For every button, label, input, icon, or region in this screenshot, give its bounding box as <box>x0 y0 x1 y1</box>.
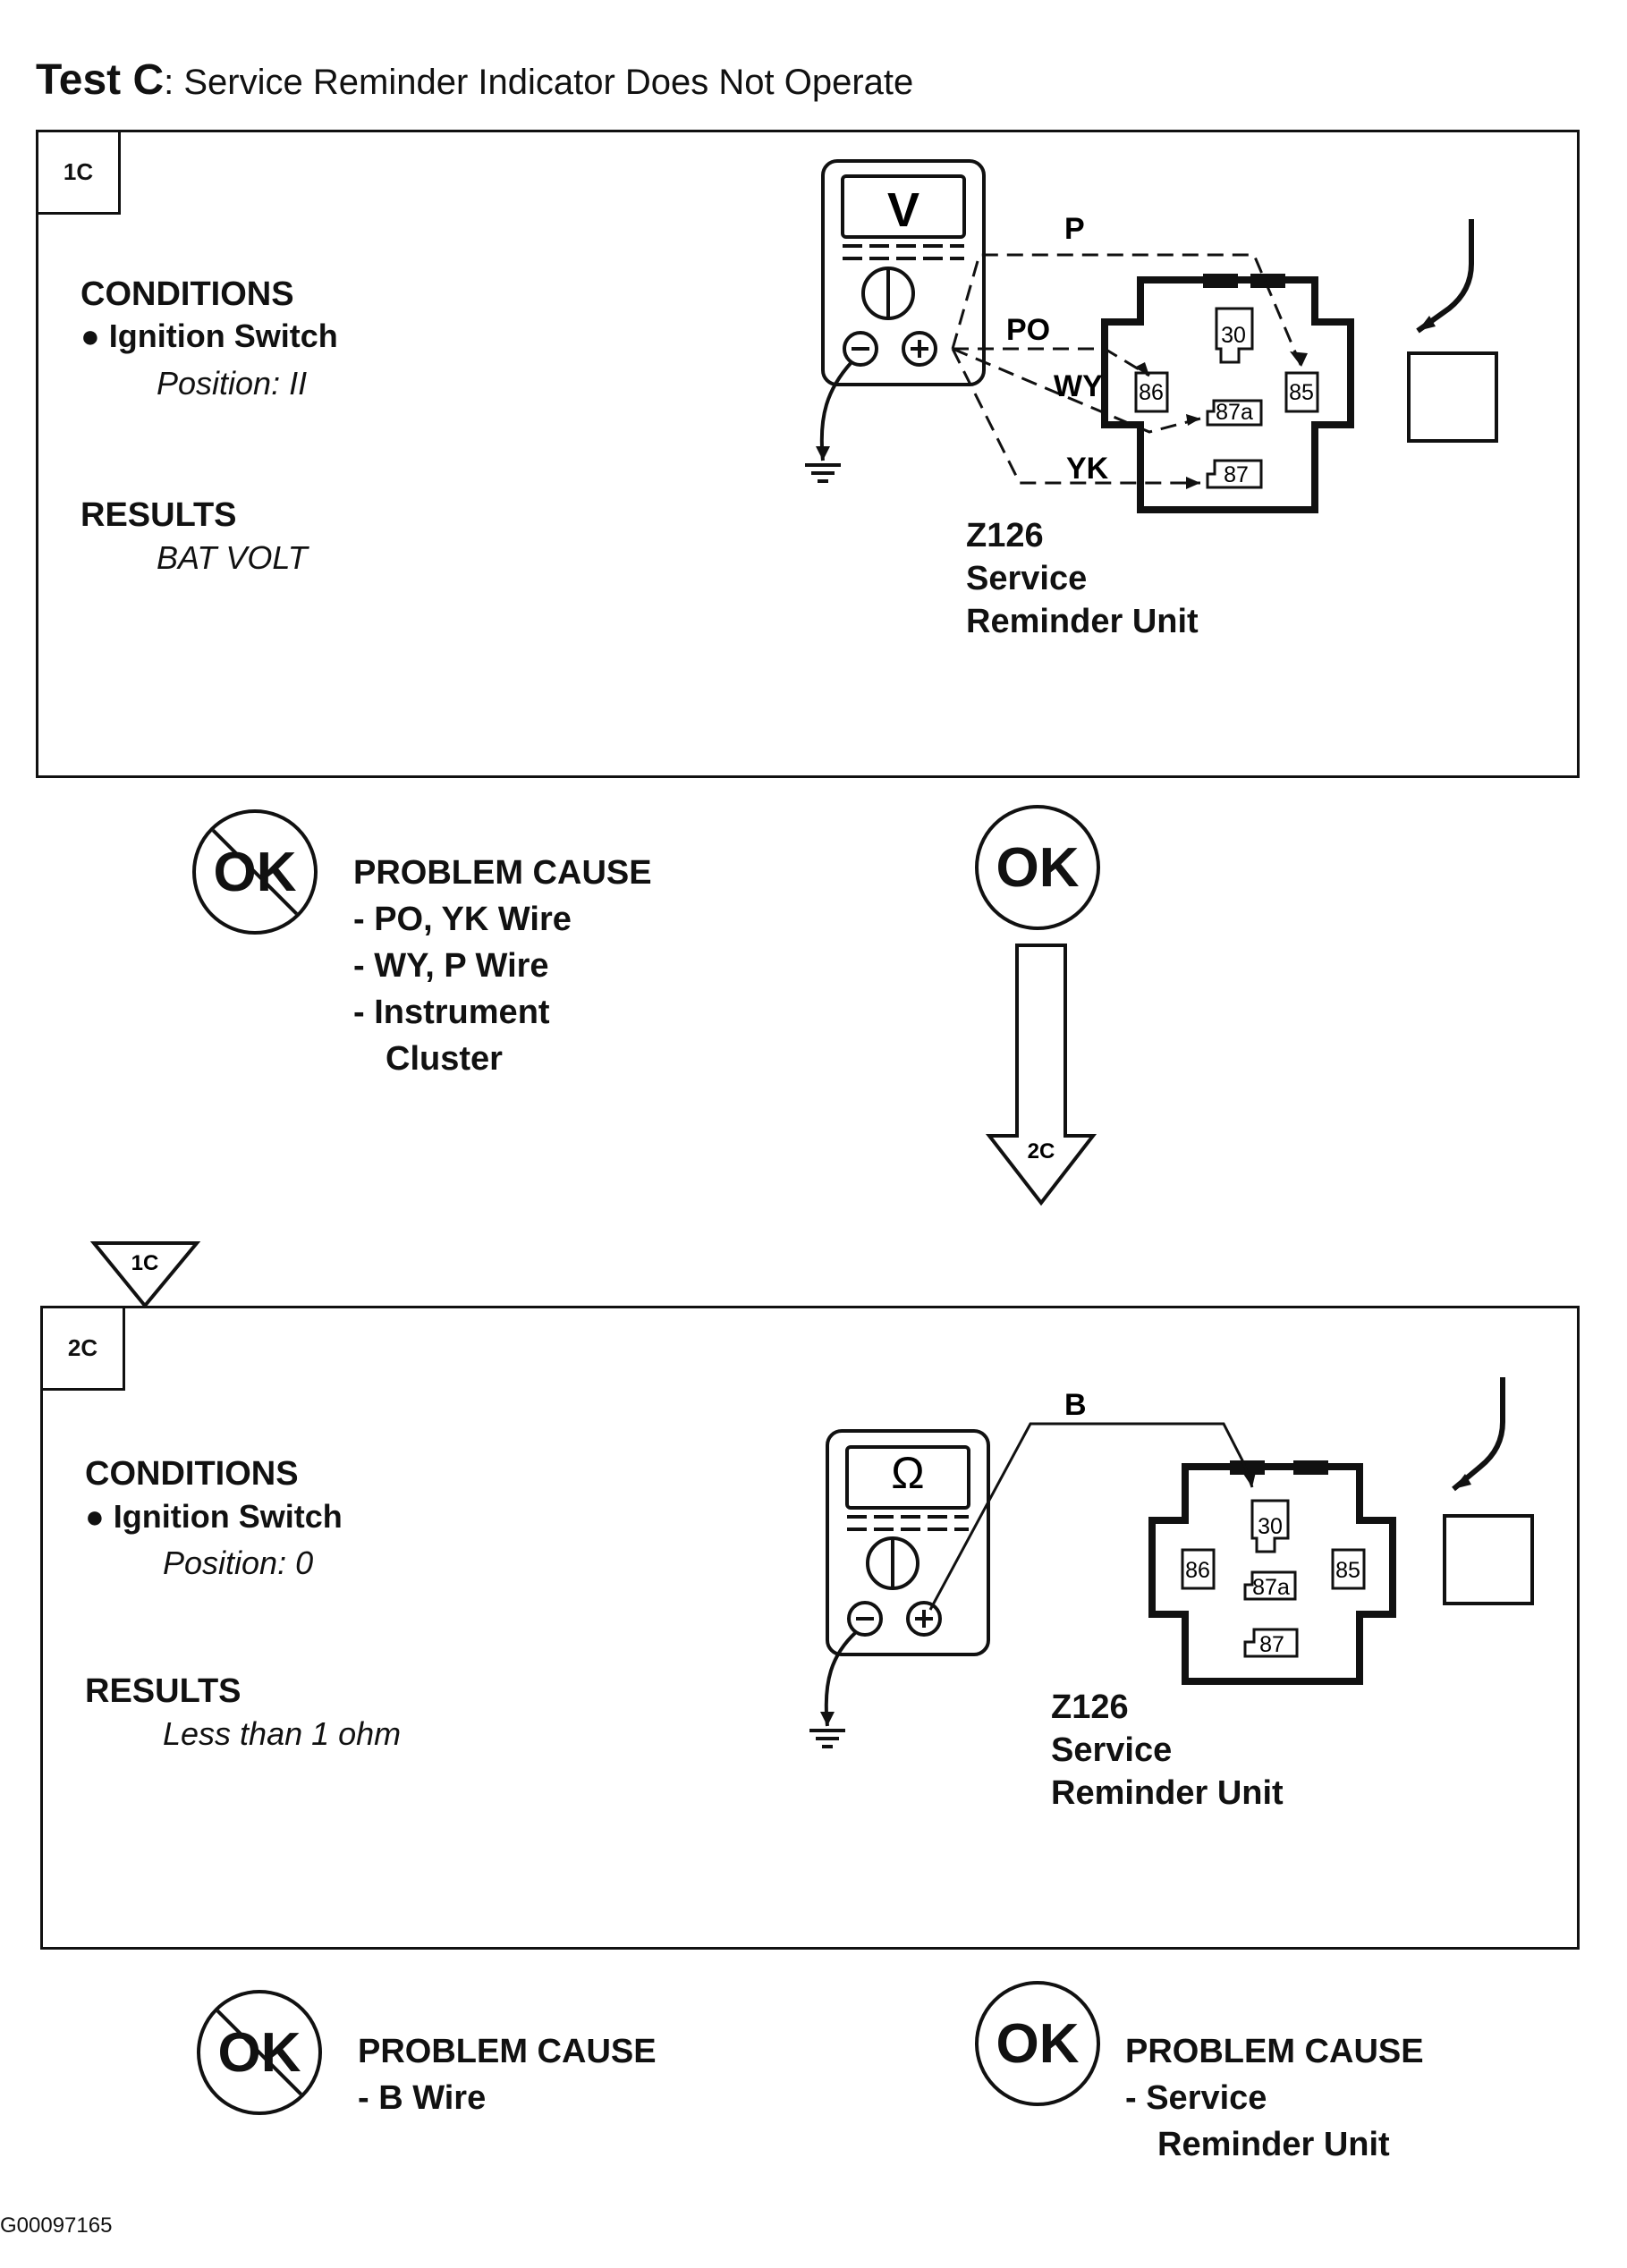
step-2c-diagram: Ω B 30 86 87a 85 87 <box>809 1377 1534 1748</box>
from-step-marker: 1C <box>89 1241 201 1309</box>
wire-b <box>928 1422 1254 1611</box>
cause-item: - B Wire <box>358 2079 487 2117</box>
indicator-lamp <box>1443 1514 1534 1605</box>
test-label: Test C <box>36 56 165 104</box>
relay-socket <box>1148 1463 1396 1685</box>
negative-terminal-icon <box>843 331 878 367</box>
results-label: RESULTS <box>81 496 237 534</box>
problem-cause-list: PROBLEM CAUSE - B Wire <box>358 2028 657 2121</box>
terminal-87a: 87a <box>1252 1575 1290 1600</box>
meter-symbol: Ω <box>891 1448 924 1498</box>
terminal-85: 85 <box>1335 1558 1360 1583</box>
cause-item: - PO, YK Wire <box>353 901 572 938</box>
step-2c-panel <box>40 1306 1580 1950</box>
multimeter-dial <box>861 267 915 320</box>
pointer-icon <box>1416 219 1474 334</box>
multimeter-display <box>841 174 966 239</box>
cause-item: Cluster <box>386 1040 503 1078</box>
wire-po <box>953 347 1150 377</box>
unit-line1: Service <box>966 560 1088 597</box>
terminal-86: 86 <box>1185 1558 1210 1583</box>
terminal-87a: 87a <box>1216 400 1253 425</box>
cause-item: Reminder Unit <box>1157 2126 1390 2163</box>
next-step-label: 2C <box>1028 1139 1055 1164</box>
step-1c-diagram: V P PO WY YK 30 86 87a 85 87 <box>805 159 1498 513</box>
terminal-30: 30 <box>1258 1514 1283 1539</box>
ok-icon: OK <box>975 805 1100 930</box>
problem-cause-label: PROBLEM CAUSE <box>353 854 652 892</box>
terminal-85: 85 <box>1289 380 1314 405</box>
ok-icon: OK <box>975 1981 1100 2106</box>
result-value: Less than 1 ohm <box>163 1715 402 1752</box>
terminal-30: 30 <box>1221 323 1246 348</box>
multimeter-body <box>821 159 986 386</box>
step-2c-box: 2C <box>40 1306 125 1391</box>
multimeter-display <box>845 1445 970 1510</box>
figure-code: G00097165 <box>0 2213 113 2238</box>
unit-line2: Reminder Unit <box>1051 1774 1284 1812</box>
condition-item-text: Ignition Switch <box>113 1498 343 1535</box>
condition-item: ● Ignition Switch <box>85 1498 343 1535</box>
unit-code: Z126 <box>966 517 1044 554</box>
problem-cause-label: PROBLEM CAUSE <box>1125 2033 1424 2070</box>
wire-label-p: P <box>1064 212 1085 246</box>
unit-line2: Reminder Unit <box>966 603 1199 640</box>
condition-item-text: Ignition Switch <box>108 317 338 354</box>
wire-label-wy: WY <box>1054 369 1103 403</box>
meter-symbol: V <box>887 183 919 237</box>
negative-terminal-icon <box>847 1601 883 1637</box>
terminal-87: 87 <box>1259 1632 1284 1657</box>
cause-item: - Instrument <box>353 994 550 1031</box>
indicator-lamp <box>1407 351 1498 443</box>
positive-terminal-icon <box>906 1601 942 1637</box>
unit-label: Z126 Service Reminder Unit <box>1051 1686 1284 1815</box>
page-title: Test C: Service Reminder Indicator Does … <box>36 55 913 105</box>
step-1c-box: 1C <box>36 130 121 215</box>
ok-text: OK <box>996 2012 1080 2075</box>
multimeter-dial <box>866 1536 919 1590</box>
pointer-icon <box>1452 1377 1505 1492</box>
wire-p <box>951 253 1303 368</box>
conditions-label: CONDITIONS <box>81 275 294 313</box>
problem-cause-list: PROBLEM CAUSE - Service Reminder Unit <box>1125 2028 1424 2168</box>
next-step-arrow: 2C <box>985 944 1097 1206</box>
problem-cause-label: PROBLEM CAUSE <box>358 2033 657 2070</box>
results-label: RESULTS <box>85 1672 242 1710</box>
terminal-87: 87 <box>1224 462 1249 487</box>
not-ok-icon: OK <box>192 809 318 935</box>
terminal-86: 86 <box>1139 380 1164 405</box>
step-1c-panel <box>36 130 1580 778</box>
condition-item: ● Ignition Switch <box>81 317 338 354</box>
ok-text: OK <box>996 836 1080 899</box>
conditions-label: CONDITIONS <box>85 1455 299 1493</box>
wire-label-b: B <box>1064 1388 1087 1422</box>
unit-line1: Service <box>1051 1731 1173 1769</box>
wire-label-yk: YK <box>1066 452 1109 486</box>
problem-cause-list: PROBLEM CAUSE - PO, YK Wire - WY, P Wire… <box>353 850 652 1082</box>
positive-terminal-icon <box>902 331 937 367</box>
wire-label-po: PO <box>1006 313 1050 347</box>
relay-socket <box>1101 276 1354 513</box>
cause-item: - WY, P Wire <box>353 947 549 985</box>
test-description: : Service Reminder Indicator Does Not Op… <box>164 63 914 102</box>
not-ok-icon: OK <box>197 1990 322 2115</box>
result-value: BAT VOLT <box>157 539 308 576</box>
multimeter-body <box>826 1429 990 1656</box>
from-step-label: 1C <box>131 1251 159 1275</box>
wire-wy <box>952 347 1201 434</box>
condition-value: Position: 0 <box>163 1544 314 1581</box>
cause-item: - Service <box>1125 2079 1267 2117</box>
unit-label: Z126 Service Reminder Unit <box>966 514 1199 643</box>
condition-value: Position: II <box>157 365 308 402</box>
unit-code: Z126 <box>1051 1688 1129 1726</box>
